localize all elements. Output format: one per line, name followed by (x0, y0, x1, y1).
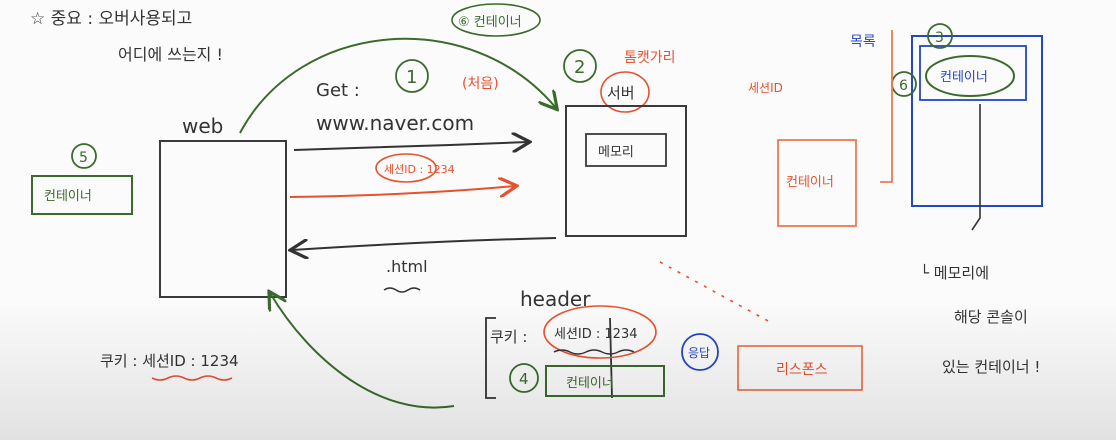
step-1-circle (395, 59, 429, 93)
list-orange-line (880, 30, 893, 183)
cookie-session-circle (543, 305, 657, 359)
response-box (737, 345, 863, 391)
browser-cookie: 쿠키 : 세션ID : 1234 (100, 352, 239, 370)
web-label: web (182, 114, 223, 138)
html-label: .html (386, 257, 428, 276)
step-4-circle (509, 363, 539, 393)
return-arrow (270, 293, 455, 409)
cookie-session-id: 세션ID : 1234 (554, 327, 638, 342)
left-container-box (31, 175, 133, 215)
step-3-number: 3 (935, 30, 944, 46)
response-label: 응답 (688, 346, 710, 360)
cookie-underline (553, 349, 635, 355)
html-underline (383, 287, 421, 293)
right-note-2: 해당 콘솔이 (954, 308, 1028, 326)
step-5-circle (71, 143, 97, 169)
server-label: 서버 (607, 84, 635, 102)
container-mid-label: 컨테이너 (786, 175, 834, 190)
step-2-number: 2 (574, 57, 585, 78)
step-1-number: 1 (406, 67, 417, 88)
server-box (565, 105, 687, 237)
server-label-circle (600, 71, 650, 113)
note-subtitle: 어디에 쓰는지 ! (118, 45, 223, 64)
container-mid-box (777, 139, 857, 227)
header-bracket (485, 317, 496, 399)
list-outer-box (911, 35, 1043, 207)
response-arrow (292, 237, 557, 250)
cookie-prefix: 쿠키 : (490, 328, 527, 346)
response-box-label: 리스폰스 (776, 362, 828, 378)
header-container-label: 컨테이너 (566, 376, 614, 391)
response-circle (681, 333, 719, 371)
list-inner-box (919, 45, 1027, 101)
get-label: Get : (316, 80, 360, 101)
list-down-line (971, 104, 981, 231)
right-note-1: └ 메모리에 (920, 263, 989, 282)
browser-box (159, 140, 287, 298)
memory-label: 메모리 (598, 145, 634, 160)
step-5-number: 5 (79, 150, 88, 166)
server-caption: 톰캣가리 (624, 50, 676, 66)
response-dotted-line (659, 261, 771, 323)
step-2-circle (563, 49, 597, 83)
session-id-mid: 세션ID (748, 81, 783, 95)
header-container-box (545, 365, 665, 397)
list-container-circle (925, 55, 1015, 97)
session-id-request-circle (375, 153, 437, 183)
memory-box (585, 133, 667, 167)
list-label: 목록 (850, 34, 876, 50)
step-4-number: 4 (519, 370, 529, 388)
step-6-number: 6 (899, 78, 908, 94)
top-curve-arrow (239, 37, 556, 134)
session-id-request: 세션ID : 1234 (384, 163, 455, 176)
url-label: www.naver.com (316, 111, 474, 135)
browser-cookie-underline (151, 375, 233, 381)
request-label: (처음) (462, 76, 499, 92)
top-container-circle (451, 3, 541, 37)
note-title: ☆ 중요 : 오버사용되고 (30, 9, 192, 29)
container-list-label: 컨테이너 (940, 70, 988, 85)
session-request-arrow (289, 186, 515, 198)
step-3-circle (927, 23, 953, 49)
right-note-3: 있는 컨테이너 ! (942, 358, 1040, 376)
request-arrow (293, 142, 528, 150)
left-container-label: 컨테이너 (44, 189, 92, 204)
top-container-label: ⑥ 컨테이너 (458, 15, 522, 30)
